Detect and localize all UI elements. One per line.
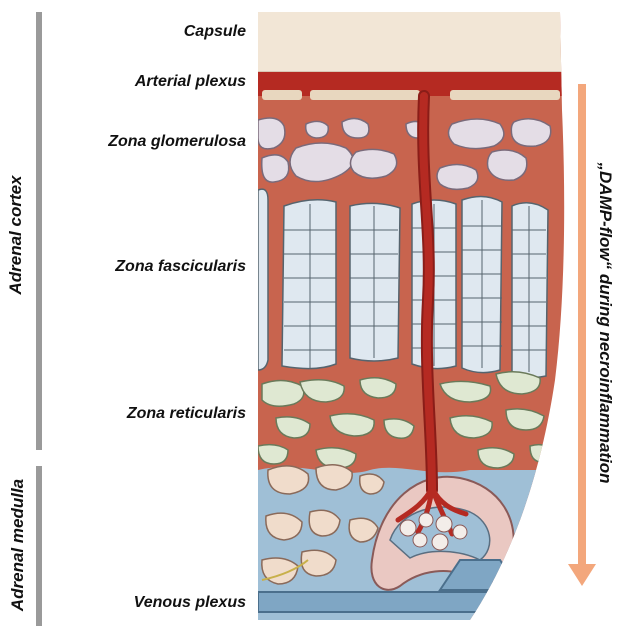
damp-flow-arrow — [568, 84, 596, 586]
venous-plexus-band — [258, 592, 580, 612]
capsule-layer — [258, 12, 578, 72]
damp-flow-label: „DAMP-flow“ during necroinflammation — [595, 153, 615, 493]
